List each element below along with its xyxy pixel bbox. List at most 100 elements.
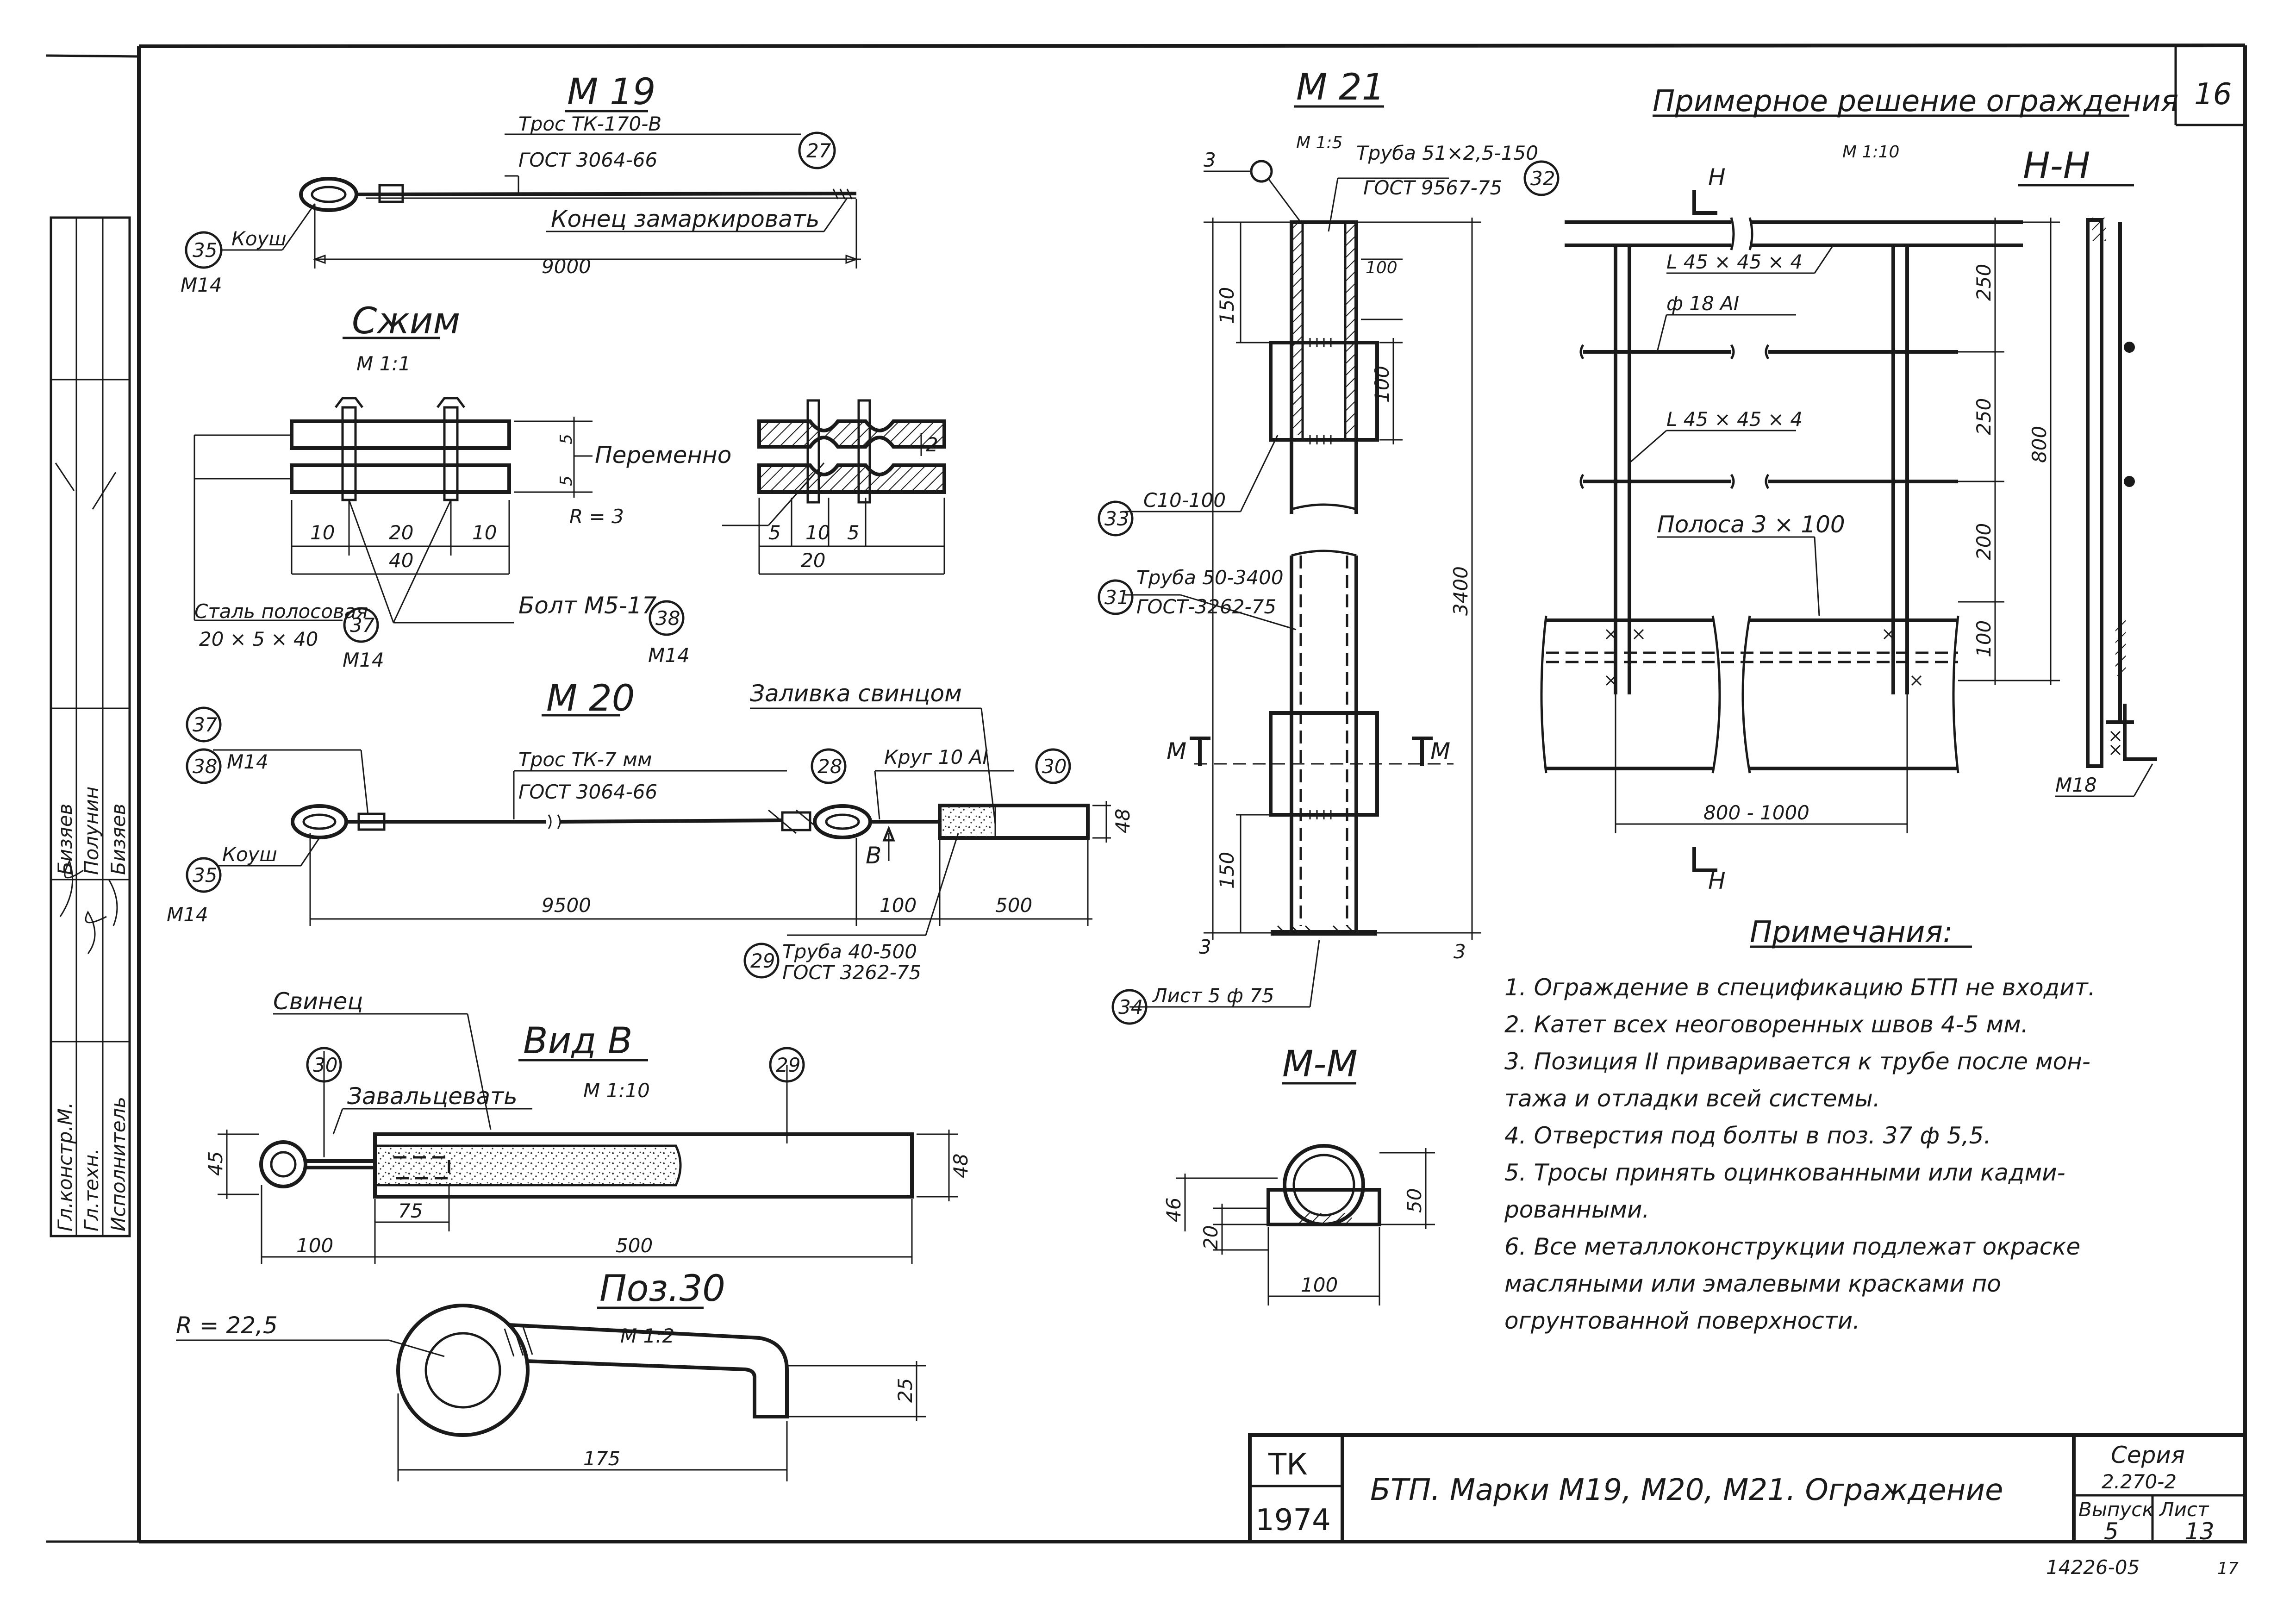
- m21-dim-100b: 100: [1371, 366, 1393, 403]
- m19-title: М 19: [567, 71, 655, 113]
- pos30-dim-175: 175: [583, 1447, 620, 1470]
- clamp-steel-size: 20 × 5 × 40: [199, 628, 318, 650]
- title-block-issue-label: Выпуск: [2078, 1498, 2154, 1521]
- clamp-callout-steel-sub: М14: [343, 649, 384, 671]
- m20-callout-pipe: 29: [750, 949, 775, 972]
- note-line-3: 3. Позиция II приваривается к трубе посл…: [1504, 1048, 2090, 1075]
- note-line-5: 4. Отверстия под болты в поз. 37 ф 5,5.: [1504, 1122, 1991, 1149]
- fence-section-mark-bottom: Н: [1708, 868, 1726, 894]
- pos30-drawing: [176, 1304, 926, 1481]
- stamp-name-0: Бизяев: [54, 804, 76, 875]
- fence-scale: М 1:10: [1842, 143, 1899, 162]
- m20-callout-sub: М14: [227, 750, 268, 773]
- clamp-drawing: [193, 337, 946, 643]
- m20-callout-37: 37: [193, 713, 218, 736]
- m20-callout-rope: 28: [817, 755, 842, 778]
- m20-rope-gost: ГОСТ 3064-66: [518, 781, 657, 803]
- section-mm-dim-20: 20: [1199, 1225, 1222, 1250]
- section-mm-drawing: [1176, 1082, 1435, 1305]
- view-b-scale: М 1:10: [583, 1079, 650, 1102]
- m20-callout-thimble-sub: М14: [167, 903, 208, 926]
- title-block-series: 2.270-2: [2102, 1470, 2177, 1493]
- section-hh-title: Н-Н: [2023, 145, 2090, 187]
- fence-span: 800 - 1000: [1703, 801, 1809, 824]
- pos30-radius: R = 22,5: [176, 1312, 278, 1339]
- clamp-steel-label: Сталь полосовая: [194, 600, 368, 623]
- page-number: 17: [2217, 1559, 2239, 1578]
- title-block-issue: 5: [2104, 1518, 2119, 1545]
- pos30-title: Поз.30: [599, 1268, 725, 1310]
- note-line-1: 1. Ограждение в спецификацию БТП не вход…: [1504, 974, 2096, 1001]
- section-mm-title: М-М: [1282, 1043, 1358, 1085]
- fence-title: Примерное решение ограждения: [1653, 84, 2178, 119]
- clamp-sec-20: 20: [801, 549, 825, 572]
- title-block: [1248, 1433, 2247, 1543]
- m20-drawing: [186, 706, 1111, 979]
- title-block-sheet: 13: [2185, 1518, 2215, 1545]
- note-line-10: огрунтованной поверхности.: [1504, 1307, 1860, 1334]
- title-block-org: ТК: [1268, 1448, 1308, 1482]
- clamp-callout-bolt: 38: [655, 607, 680, 630]
- fence-dim-800: 800: [2028, 426, 2051, 463]
- stamp-name-2: Бизяев: [107, 804, 130, 875]
- m21-scale: М 1:5: [1296, 133, 1342, 152]
- side-stamp: [50, 216, 131, 1237]
- pos30-scale: М 1:2: [620, 1324, 674, 1347]
- m19-drawing: [185, 110, 861, 269]
- view-b-dim-45: 45: [204, 1151, 227, 1176]
- m21-callout-channel: 33: [1104, 507, 1129, 530]
- m20-pipe-label: Труба 40-500: [782, 940, 917, 963]
- pos30-dim-25: 25: [894, 1378, 917, 1403]
- clamp-radius: R = 3: [569, 505, 624, 528]
- view-b-roll: Завальцевать: [347, 1083, 518, 1110]
- clamp-sec-5b: 5: [847, 521, 860, 544]
- m21-plate: Лист 5 ф 75: [1152, 984, 1274, 1007]
- fence-dim-200: 200: [1972, 523, 1995, 560]
- view-b-dim-75: 75: [398, 1199, 423, 1222]
- m20-thimble-label: Коуш: [222, 843, 277, 866]
- m21-pipe-label: Труба 51×2,5-150: [1356, 142, 1538, 164]
- note-line-6: 5. Тросы принять оцинкованными или кадми…: [1504, 1159, 2065, 1186]
- view-b-drawing: [218, 1013, 958, 1264]
- m20-callout-38: 38: [193, 755, 217, 778]
- fence-angle-2: L 45 × 45 × 4: [1666, 408, 1803, 431]
- section-mm-dim-50: 50: [1403, 1188, 1426, 1213]
- m21-dim-150a: 150: [1216, 287, 1238, 324]
- m21-dim-100a: 100: [1366, 258, 1398, 277]
- m21-mark-3a: 3: [1199, 936, 1211, 958]
- clamp-scale: М 1:1: [356, 352, 411, 375]
- m21-callout-plate: 34: [1118, 996, 1143, 1018]
- section-mm-dim-100: 100: [1301, 1274, 1338, 1296]
- m20-dim-48: 48: [1111, 809, 1134, 833]
- fence-dim-250a: 250: [1972, 264, 1995, 301]
- note-line-8: 6. Все металлоконструкции подлежат окрас…: [1504, 1233, 2080, 1260]
- clamp-dim-10a: 10: [310, 521, 335, 544]
- stamp-role-0: Гл.констр.М.: [54, 1102, 76, 1231]
- m20-length: 9500: [542, 894, 591, 917]
- m19-callout-thimble-sub: М14: [181, 274, 222, 296]
- clamp-dim-40: 40: [389, 549, 413, 572]
- note-line-9: масляными или эмалевыми красками по: [1504, 1270, 2001, 1297]
- m20-pipe-gost: ГОСТ 3262-75: [782, 961, 921, 984]
- section-mm-dim-46: 46: [1162, 1198, 1185, 1222]
- clamp-sec-2: 2: [926, 433, 938, 456]
- fence-dim-250b: 250: [1972, 398, 1995, 435]
- section-hh-mark: М18: [2055, 774, 2097, 796]
- m19-callout-thimble: 35: [193, 239, 217, 262]
- m20-round-bar: Круг 10 АI: [884, 746, 988, 768]
- m20-view-mark: В: [866, 842, 881, 869]
- m21-channel: С10-100: [1143, 489, 1226, 512]
- clamp-dim-5a: 5: [557, 434, 576, 444]
- stamp-role-1: Гл.техн.: [80, 1148, 103, 1231]
- note-line-4: тажа и отладки всей системы.: [1504, 1085, 1880, 1112]
- m19-rope-gost: ГОСТ 3064-66: [518, 149, 657, 171]
- notes-title: Примечания:: [1750, 915, 1953, 949]
- fence-drawing: [1540, 114, 2129, 872]
- m21-section-mark-left: М: [1167, 738, 1186, 765]
- m21-mark-3: 3: [1204, 149, 1216, 171]
- note-line-7: рованными.: [1504, 1196, 1649, 1223]
- m21-pipe2-gost: ГОСТ-3262-75: [1136, 595, 1276, 618]
- m21-title: М 21: [1296, 67, 1385, 108]
- title-block-title: БТП. Марки М19, М20, М21. Ограждение: [1370, 1473, 2003, 1507]
